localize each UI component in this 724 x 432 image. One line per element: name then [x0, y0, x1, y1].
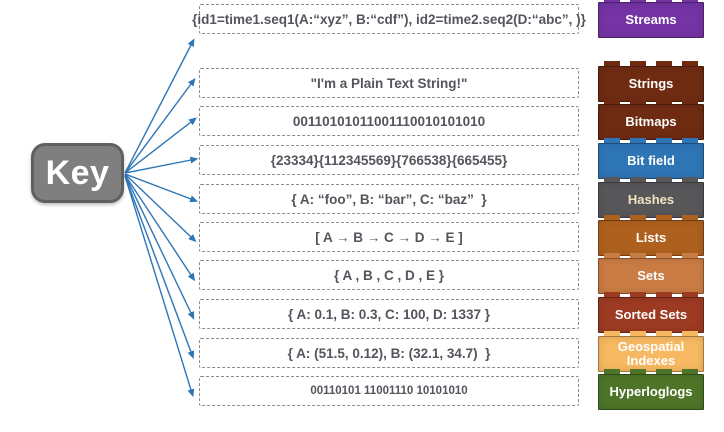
value-box-hashes: { A: “foo”, B: “bar”, C: “baz” }	[199, 184, 579, 214]
brick-geospatial-indexes: Geospatial Indexes	[598, 331, 704, 373]
value-box-bitmaps: 00110101011001110010101010	[199, 106, 579, 136]
lego-studs	[604, 61, 698, 66]
key-label: Key	[45, 153, 110, 192]
row-sets: { A , B , C , D , E } Sets	[0, 253, 724, 295]
row-streams: {id1=time1.seq1(A:“xyz”, B:“cdf”), id2=t…	[0, 0, 724, 39]
value-box-hyperloglogs: 00110101 11001110 10101010	[199, 376, 579, 406]
value-box-sets: { A , B , C , D , E }	[199, 260, 579, 290]
lego-studs	[604, 253, 698, 258]
type-label-lists: Lists	[598, 220, 704, 256]
arrow	[124, 175, 195, 398]
row-strings: "I'm a Plain Text String!" Strings	[0, 61, 724, 103]
arrow	[124, 77, 196, 174]
type-label-sorted-sets: Sorted Sets	[598, 297, 704, 333]
arrow	[124, 175, 195, 360]
value-box-bit-field: {23334}{112345569}{766538}{665455}	[199, 145, 579, 175]
row-hyperloglogs: 00110101 11001110 10101010 Hyperloglogs	[0, 369, 724, 411]
arrow	[124, 174, 195, 320]
type-label-sets: Sets	[598, 258, 704, 294]
row-lists: [ A → B → C → D → E ] Lists	[0, 215, 724, 257]
lego-studs	[604, 331, 698, 336]
key-box: Key	[31, 143, 124, 203]
value-box-streams: {id1=time1.seq1(A:“xyz”, B:“cdf”), id2=t…	[192, 4, 586, 34]
lego-studs	[604, 99, 698, 104]
brick-bitmaps: Bitmaps	[598, 99, 704, 141]
row-hashes: { A: “foo”, B: “bar”, C: “baz” } Hashes	[0, 177, 724, 219]
brick-lists: Lists	[598, 215, 704, 257]
row-bitmaps: 00110101011001110010101010 Bitmaps	[0, 99, 724, 141]
lego-studs	[604, 138, 698, 143]
type-label-streams: Streams	[598, 2, 704, 38]
brick-hyperloglogs: Hyperloglogs	[598, 369, 704, 411]
lego-studs	[604, 215, 698, 220]
arrow	[124, 117, 197, 174]
brick-sorted-sets: Sorted Sets	[598, 292, 704, 334]
value-box-sorted-sets: { A: 0.1, B: 0.3, C: 100, D: 1337 }	[199, 299, 579, 329]
row-geospatial-indexes: { A: (51.5, 0.12), B: (32.1, 34.7) } Geo…	[0, 331, 724, 373]
lego-studs	[604, 0, 698, 2]
arrow	[124, 38, 195, 174]
value-box-lists: [ A → B → C → D → E ]	[199, 222, 579, 252]
brick-strings: Strings	[598, 61, 704, 103]
arrow	[124, 173, 197, 243]
brick-bit-field: Bit field	[598, 138, 704, 180]
lego-studs	[604, 369, 698, 374]
value-box-strings: "I'm a Plain Text String!"	[199, 68, 579, 98]
arrow	[124, 174, 196, 282]
lego-studs	[604, 292, 698, 297]
value-box-geospatial-indexes: { A: (51.5, 0.12), B: (32.1, 34.7) }	[199, 338, 579, 368]
arrow	[124, 173, 199, 203]
brick-streams: Streams	[598, 0, 704, 39]
brick-sets: Sets	[598, 253, 704, 295]
type-label-bit-field: Bit field	[598, 143, 704, 179]
lego-studs	[604, 177, 698, 182]
type-label-hyperloglogs: Hyperloglogs	[598, 374, 704, 410]
row-sorted-sets: { A: 0.1, B: 0.3, C: 100, D: 1337 } Sort…	[0, 292, 724, 334]
brick-hashes: Hashes	[598, 177, 704, 219]
type-label-strings: Strings	[598, 66, 704, 102]
row-bit-field: {23334}{112345569}{766538}{665455} Bit f…	[0, 138, 724, 180]
type-label-bitmaps: Bitmaps	[598, 104, 704, 140]
type-label-geospatial-indexes: Geospatial Indexes	[598, 336, 704, 372]
type-label-hashes: Hashes	[598, 182, 704, 218]
arrow	[124, 156, 199, 174]
